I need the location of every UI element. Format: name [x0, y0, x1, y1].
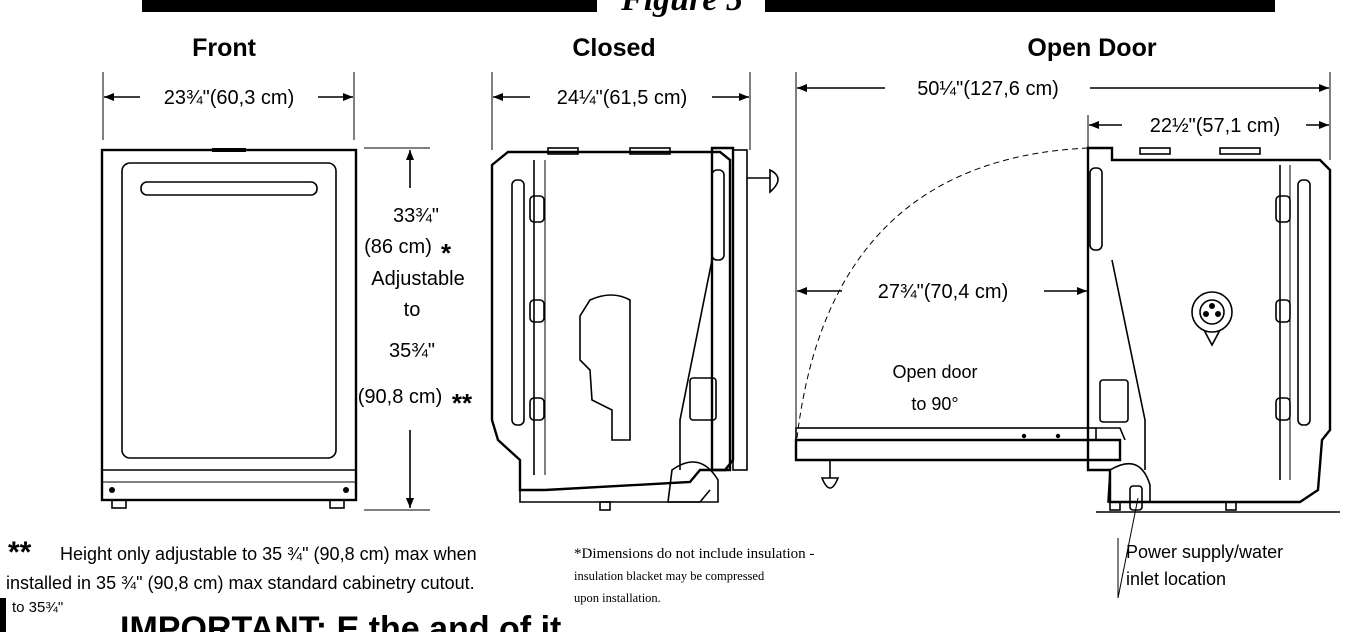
open-view: 50¼"(127,6 cm) 22½"(57,1 cm) 27¾"(70,4 c… [794, 72, 1340, 599]
note-double-star: ** [8, 536, 32, 569]
closed-clip-3 [529, 397, 545, 421]
open-door-inner [795, 427, 1097, 441]
note-dimensions-line2: insulation blacket may be compressed [574, 569, 765, 583]
closed-base [519, 489, 711, 503]
open-door-outer [794, 438, 1122, 462]
open-door-bolt-2 [1055, 433, 1061, 439]
power-connector-icon [1191, 291, 1233, 347]
closed-view: 24¼"(61,5 cm) [490, 72, 779, 511]
open-door-bolt-1 [1021, 433, 1027, 439]
front-handle [140, 181, 318, 196]
front-foot-bolt-left [109, 487, 115, 493]
front-body [100, 148, 358, 502]
heading-front: Front [192, 34, 257, 62]
note-power-line1: Power supply/water [1126, 542, 1283, 562]
open-tub-outline [1086, 146, 1332, 504]
closed-door-handle [747, 168, 779, 194]
note-dimensions-line3: upon installation. [574, 591, 661, 605]
closed-tub-outline [490, 150, 732, 492]
open-side-slot [1297, 179, 1311, 426]
open-door-hinge-arm [1096, 427, 1126, 441]
note-height-line1: Height only adjustable to 35 ¾" (90,8 cm… [60, 544, 477, 564]
open-door-dim: 27¾"(70,4 cm) [878, 281, 1009, 303]
closed-clip-1 [529, 195, 545, 223]
front-height-double-star: ** [452, 388, 473, 418]
open-clip-2 [1275, 299, 1291, 323]
open-clip-1 [1275, 195, 1291, 223]
front-view: 23¾"(60,3 cm) 33¾" (86 cm) * Adjustable … [100, 72, 473, 511]
front-height-line2: (86 cm) [364, 236, 432, 258]
front-foot-left [111, 499, 127, 509]
heading-open-door: Open Door [1027, 34, 1156, 62]
closed-door [710, 146, 735, 472]
open-note-line2: to 90° [911, 394, 958, 414]
title-rule-right [765, 0, 1275, 12]
open-top-bracket-2 [1219, 147, 1261, 155]
note-height-line2: installed in 35 ¾" (90,8 cm) max standar… [6, 573, 475, 593]
front-height-line3: Adjustable [371, 268, 464, 290]
title-rule-left [142, 0, 597, 12]
note-height-line3: to 35¾" [12, 599, 63, 616]
closed-top-bracket-1 [547, 147, 579, 155]
open-leveler-2 [1225, 501, 1237, 511]
open-total-dim: 50¼"(127,6 cm) [917, 78, 1059, 100]
closed-inner-frame [679, 259, 713, 470]
open-top-bracket-1 [1139, 147, 1171, 155]
closed-clip-2 [529, 299, 545, 323]
open-hinge [1107, 462, 1151, 503]
front-width-dim: 23¾"(60,3 cm) [164, 87, 295, 109]
note-power-line2: inlet location [1126, 569, 1226, 589]
notes: ** Height only adjustable to 35 ¾" (90,8… [0, 536, 1283, 632]
open-body-dim: 22½"(57,1 cm) [1150, 115, 1281, 137]
left-edge-mark [0, 598, 6, 632]
figure-title: Figure 5 [620, 0, 743, 18]
closed-pump-assembly [579, 294, 631, 441]
note-dimensions-line1: *Dimensions do not include insulation - [574, 546, 814, 562]
front-foot-bolt-right [343, 487, 349, 493]
front-door-panel [121, 162, 337, 459]
figure-title-bar: Figure 5 [142, 0, 1275, 18]
open-note-line1: Open door [892, 362, 977, 382]
front-height-line1: 33¾" [393, 205, 439, 227]
heading-closed: Closed [572, 34, 655, 62]
closed-inner-box [689, 377, 717, 421]
front-height-line5: 35¾" [389, 340, 435, 362]
closed-top-bracket-2 [629, 147, 671, 155]
open-door-handle [820, 460, 840, 489]
front-height-line4: to [404, 299, 421, 321]
front-height-single-star: * [441, 238, 452, 268]
closed-leveler [599, 501, 611, 511]
front-foot-right [329, 499, 345, 509]
closed-door-slot [711, 169, 725, 261]
front-top-tab [212, 148, 246, 152]
closed-hinge [667, 461, 719, 503]
open-clip-3 [1275, 397, 1291, 421]
open-leveler-1 [1109, 501, 1121, 511]
closed-side-slot [511, 179, 525, 426]
closed-door-panel [732, 149, 748, 471]
closed-width-dim: 24¼"(61,5 cm) [557, 87, 688, 109]
important-heading-fragment: IMPORTANT: E the and of it [120, 610, 561, 632]
power-callout-leader [1117, 497, 1139, 599]
front-height-line6: (90,8 cm) [358, 386, 442, 408]
open-door-swing-arc [796, 147, 1089, 439]
open-inner-box [1099, 379, 1129, 423]
open-inner-frame [1111, 259, 1146, 470]
open-door-slot [1089, 167, 1103, 251]
